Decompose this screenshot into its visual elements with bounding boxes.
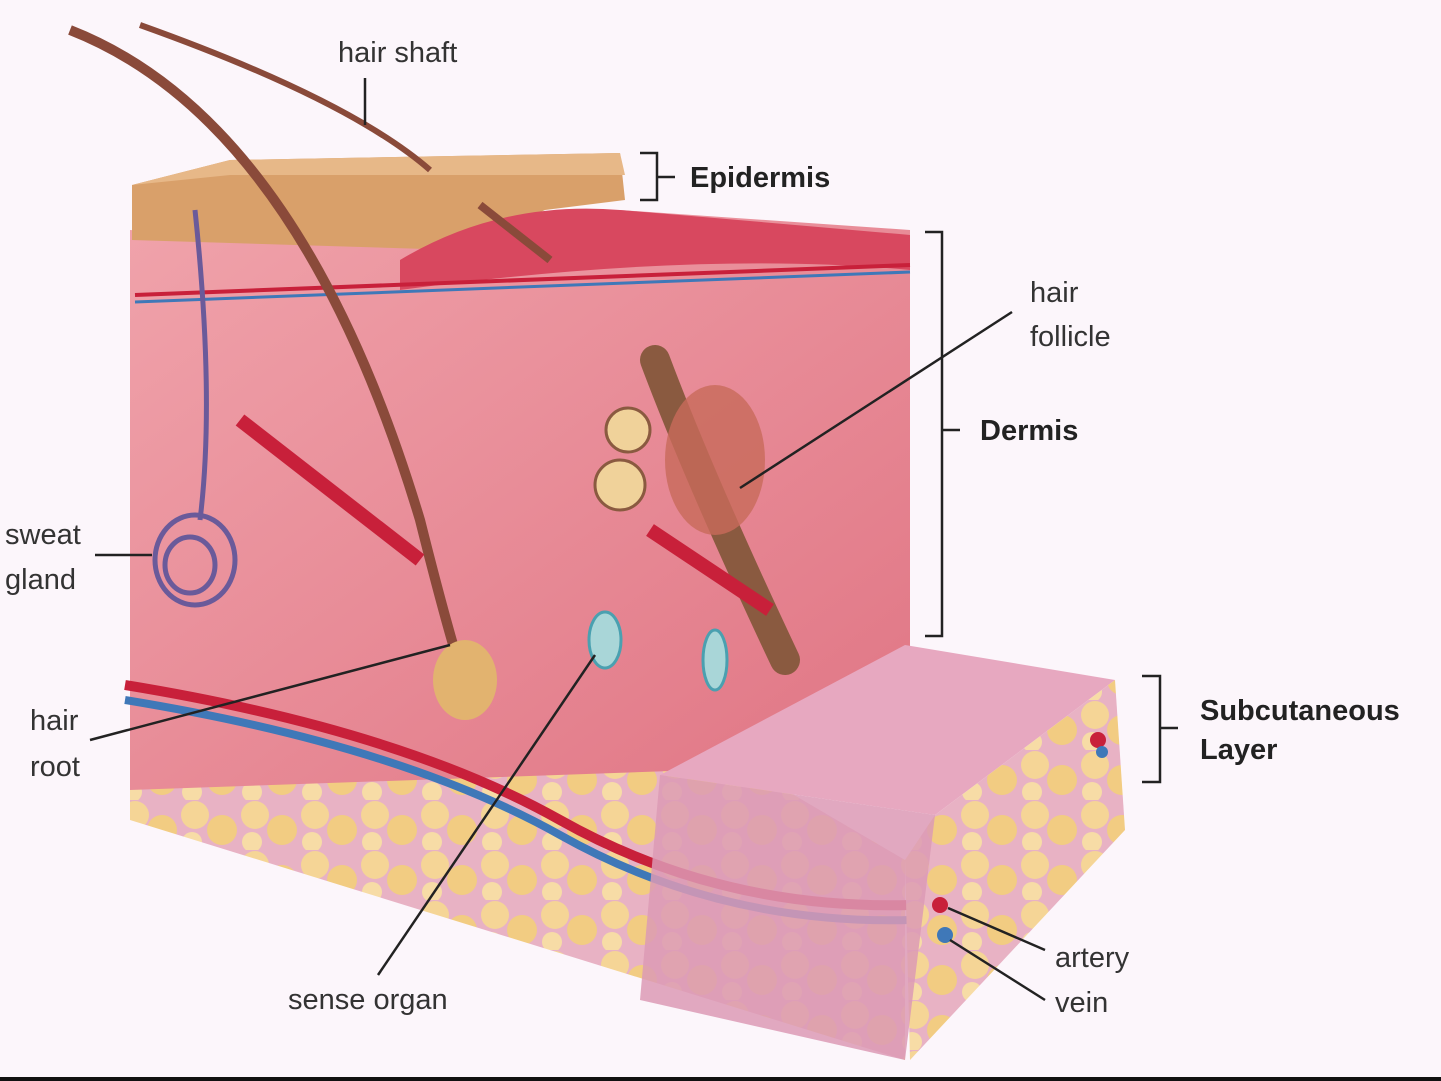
label-vein: vein	[1055, 987, 1109, 1019]
label-hair-follicle-line2: follicle	[1030, 321, 1111, 353]
label-hair-root-line1: hair	[30, 705, 79, 737]
label-subcutaneous-line1: Subcutaneous	[1200, 695, 1400, 727]
label-artery: artery	[1055, 942, 1130, 974]
subcutaneous-block-top	[660, 645, 1115, 815]
label-subcutaneous-line2: Layer	[1200, 734, 1278, 766]
bottom-border	[0, 1077, 1441, 1081]
label-sweat-gland-line2: gland	[5, 564, 76, 596]
label-dermis: Dermis	[980, 415, 1079, 447]
subcutaneous-block-side	[905, 680, 1125, 1060]
sense-organ	[587, 610, 623, 670]
label-hair-shaft: hair shaft	[338, 37, 458, 69]
label-epidermis: Epidermis	[690, 162, 831, 194]
label-hair-root-line2: root	[30, 751, 80, 783]
label-sense-organ: sense organ	[288, 984, 448, 1016]
sweat-gland	[152, 209, 238, 608]
hair-shaft	[68, 25, 475, 702]
label-hair-follicle-line1: hair	[1030, 277, 1079, 309]
label-sweat-gland-line1: sweat	[5, 519, 81, 551]
leader-lines	[89, 78, 1178, 1002]
